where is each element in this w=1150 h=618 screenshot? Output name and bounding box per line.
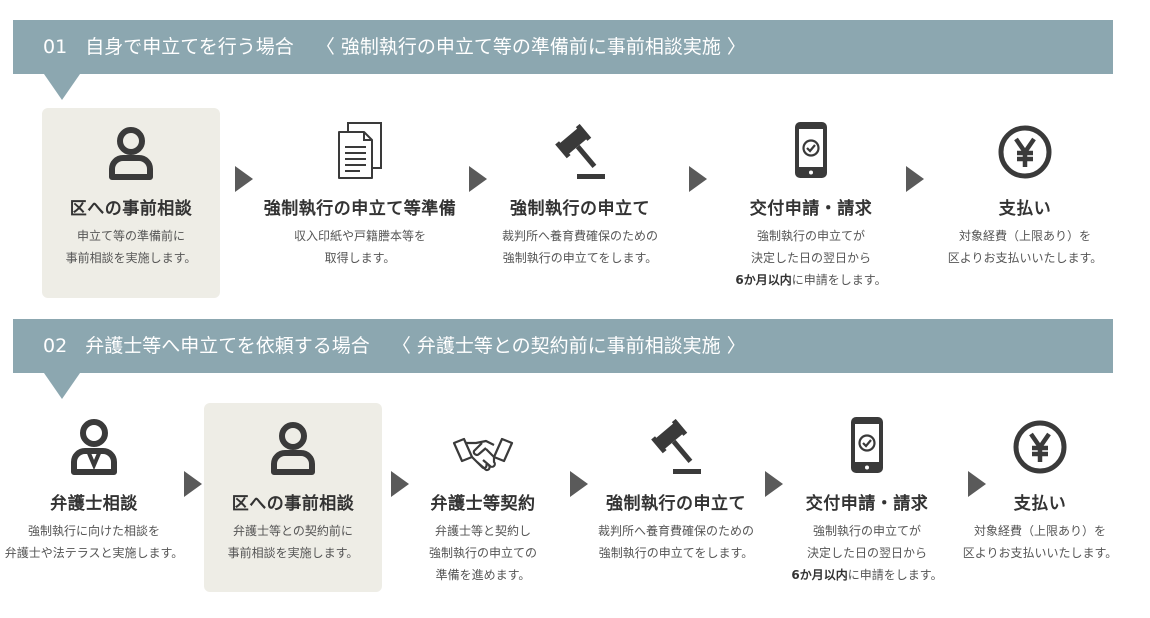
desc-line: 区よりお支払いいたします。 (947, 251, 1103, 265)
section1-step-payment: 支払い 対象経費（上限あり）を 区よりお支払いいたします。 (925, 108, 1125, 269)
lawyer-icon (0, 403, 194, 475)
deadline-rest: に申請をします。 (791, 273, 887, 287)
step-description: 強制執行に向けた相談を 弁護士や法テラスと実施します。 (0, 520, 194, 564)
desc-line: 裁判所へ養育費確保のための (501, 229, 658, 243)
gavel-icon (480, 108, 680, 180)
section2-highlight-box (204, 403, 382, 592)
smartphone-check-icon (711, 108, 911, 180)
step-title: 区への事前相談 (231, 494, 355, 514)
step-description: 裁判所へ養育費確保のための 強制執行の申立てをします。 (576, 520, 776, 564)
flow-arrow (906, 166, 924, 192)
section1-note: 〈 強制執行の申立て等の準備前に事前相談実施 〉 (315, 36, 746, 58)
section2-step-contract: 弁護士等契約 弁護士等と契約し 強制執行の申立ての 準備を進めます。 (383, 403, 583, 586)
desc-line: 強制執行の申立ての (428, 546, 537, 560)
section2-banner-pointer (44, 373, 80, 399)
flow-arrow (689, 166, 707, 192)
section1-step-application: 交付申請・請求 強制執行の申立てが 決定した日の翌日から 6か月以内に申請をしま… (711, 108, 911, 291)
yen-icon (940, 403, 1140, 475)
desc-line: 6か月以内に申請をします。 (711, 269, 911, 291)
deadline-bold: 6か月以内 (735, 273, 792, 287)
flow-arrow (391, 471, 409, 497)
yen-icon (925, 108, 1125, 180)
step-title: 区への事前相談 (69, 199, 193, 219)
step-title: 支払い (998, 199, 1052, 219)
desc-line: 事前相談を実施します。 (227, 546, 359, 560)
desc-line: 事前相談を実施します。 (65, 251, 197, 265)
step-title: 強制執行の申立て (606, 494, 746, 514)
desc-line: 対象経費（上限あり）を (958, 229, 1091, 243)
step-title: 弁護士等契約 (430, 494, 536, 514)
section1-step-preparation: 強制執行の申立て等準備 収入印紙や戸籍謄本等を 取得します。 (260, 108, 460, 269)
section2-step-lawyer-consultation: 弁護士相談 強制執行に向けた相談を 弁護士や法テラスと実施します。 (0, 403, 194, 564)
desc-line: 強制執行の申立てをします。 (598, 546, 754, 560)
person-icon (193, 403, 393, 475)
step-description: 強制執行の申立てが 決定した日の翌日から 6か月以内に申請をします。 (767, 520, 967, 586)
section1-highlight-box (42, 108, 220, 298)
desc-line: 強制執行の申立てをします。 (502, 251, 658, 265)
section1-title: 自身で申立てを行う場合 (85, 36, 294, 58)
desc-line: 強制執行の申立てが (812, 524, 921, 538)
section2-step-payment: 支払い 対象経費（上限あり）を 区よりお支払いいたします。 (940, 403, 1140, 564)
desc-line: 裁判所へ養育費確保のための (597, 524, 754, 538)
step-description: 申立て等の準備前に 事前相談を実施します。 (31, 225, 231, 269)
step-description: 弁護士等と契約し 強制執行の申立ての 準備を進めます。 (383, 520, 583, 586)
desc-line: 弁護士等と契約し (434, 524, 531, 538)
section1-banner: 01 自身で申立てを行う場合〈 強制執行の申立て等の準備前に事前相談実施 〉 (13, 20, 1113, 74)
desc-line: 6か月以内に申請をします。 (767, 564, 967, 586)
section1-banner-pointer (44, 74, 80, 100)
gavel-icon (576, 403, 776, 475)
flow-arrow (765, 471, 783, 497)
section2-step-application: 交付申請・請求 強制執行の申立てが 決定した日の翌日から 6か月以内に申請をしま… (767, 403, 967, 586)
step-description: 裁判所へ養育費確保のための 強制執行の申立てをします。 (480, 225, 680, 269)
desc-line: 強制執行に向けた相談を (27, 524, 160, 538)
deadline-rest: に申請をします。 (847, 568, 943, 582)
step-description: 対象経費（上限あり）を 区よりお支払いいたします。 (940, 520, 1140, 564)
step-description: 収入印紙や戸籍謄本等を 取得します。 (260, 225, 460, 269)
document-icon (260, 108, 460, 180)
desc-line: 準備を進めます。 (435, 568, 531, 582)
section2-number: 02 (43, 335, 68, 357)
flow-arrow (235, 166, 253, 192)
step-description: 強制執行の申立てが 決定した日の翌日から 6か月以内に申請をします。 (711, 225, 911, 291)
step-title: 強制執行の申立て (510, 199, 650, 219)
step-title: 弁護士相談 (50, 494, 138, 514)
desc-line: 弁護士等との契約前に (233, 524, 353, 538)
step-description: 対象経費（上限あり）を 区よりお支払いいたします。 (925, 225, 1125, 269)
desc-line: 決定した日の翌日から (806, 546, 927, 560)
step-title: 交付申請・請求 (805, 494, 929, 514)
desc-line: 申立て等の準備前に (76, 229, 185, 243)
desc-line: 区よりお支払いいたします。 (962, 546, 1118, 560)
step-title: 強制執行の申立て等準備 (263, 199, 457, 219)
person-icon (31, 108, 231, 180)
section2-step-consultation: 区への事前相談 弁護士等との契約前に 事前相談を実施します。 (193, 403, 393, 564)
flow-arrow (469, 166, 487, 192)
step-title: 支払い (1013, 494, 1067, 514)
flow-arrow (184, 471, 202, 497)
desc-line: 対象経費（上限あり）を (973, 524, 1106, 538)
section1-step-consultation: 区への事前相談 申立て等の準備前に 事前相談を実施します。 (31, 108, 231, 269)
section2-title: 弁護士等へ申立てを依頼する場合 (85, 335, 370, 357)
desc-line: 強制執行の申立てが (756, 229, 865, 243)
step-description: 弁護士等との契約前に 事前相談を実施します。 (193, 520, 393, 564)
desc-line: 弁護士や法テラスと実施します。 (4, 546, 184, 560)
handshake-icon (383, 403, 583, 475)
section1-step-filing: 強制執行の申立て 裁判所へ養育費確保のための 強制執行の申立てをします。 (480, 108, 680, 269)
desc-line: 取得します。 (324, 251, 396, 265)
desc-line: 決定した日の翌日から (750, 251, 871, 265)
section1-number: 01 (43, 36, 68, 58)
section2-step-filing: 強制執行の申立て 裁判所へ養育費確保のための 強制執行の申立てをします。 (576, 403, 776, 564)
section2-banner: 02 弁護士等へ申立てを依頼する場合〈 弁護士等との契約前に事前相談実施 〉 (13, 319, 1113, 373)
deadline-bold: 6か月以内 (791, 568, 848, 582)
section2-note: 〈 弁護士等との契約前に事前相談実施 〉 (391, 335, 746, 357)
flow-arrow (968, 471, 986, 497)
step-title: 交付申請・請求 (749, 199, 873, 219)
flow-arrow (570, 471, 588, 497)
smartphone-check-icon (767, 403, 967, 475)
desc-line: 収入印紙や戸籍謄本等を (293, 229, 426, 243)
